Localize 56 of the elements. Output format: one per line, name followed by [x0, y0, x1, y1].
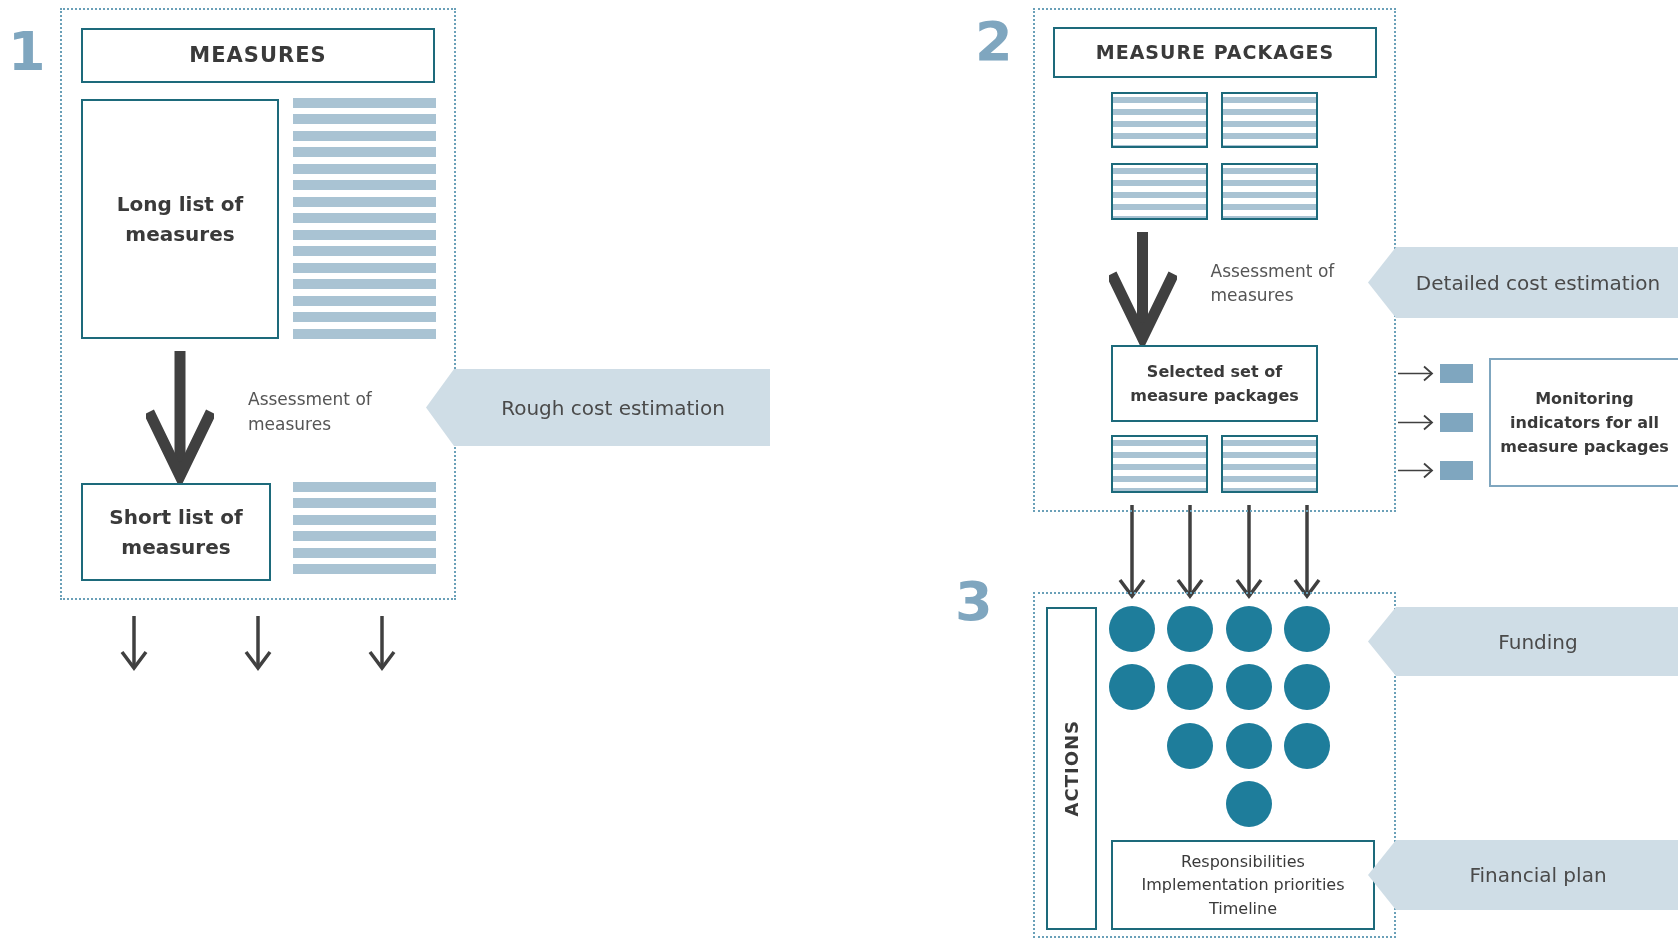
arrow [1293, 505, 1321, 598]
dotted-frame [60, 8, 456, 600]
section-number: 3 [955, 575, 993, 629]
header-box: MEASURES [81, 28, 435, 83]
action-dot [1284, 723, 1330, 769]
vertical-label: ACTIONS [1060, 720, 1083, 817]
dotted-frame [1033, 8, 1396, 512]
text-box: Selected set of measure packages [1111, 345, 1318, 422]
pointer-banner: Rough cost estimation [426, 369, 770, 446]
header-box: MEASURE PACKAGES [1053, 27, 1377, 78]
section-number: 1 [8, 25, 46, 79]
arrow [368, 616, 396, 670]
pointer-banner: Funding [1368, 607, 1678, 676]
striped-list [1221, 92, 1318, 148]
pointer-banner: Financial plan [1368, 840, 1678, 910]
action-dot [1284, 664, 1330, 710]
text-box: Short list of measures [81, 483, 271, 581]
action-dot [1226, 723, 1272, 769]
arrow [1235, 505, 1263, 598]
arrow [1397, 414, 1433, 431]
arrow [1176, 505, 1204, 598]
striped-list [1221, 435, 1318, 493]
indicator-bar [1440, 461, 1473, 480]
pointer-banner: Detailed cost estimation [1368, 247, 1678, 318]
striped-list [1111, 435, 1208, 493]
dotted-frame [1033, 592, 1396, 938]
striped-list [1111, 163, 1208, 220]
action-dot [1109, 664, 1155, 710]
striped-list [293, 98, 436, 340]
text-box: Long list of measures [81, 99, 279, 339]
arrow [120, 616, 148, 670]
text-box: Monitoring indicators for all measure packages [1489, 358, 1678, 487]
text-box [1111, 840, 1375, 930]
arrow [143, 351, 217, 482]
arrow [1106, 232, 1179, 344]
action-dot [1167, 606, 1213, 652]
action-dot [1109, 606, 1155, 652]
striped-list [1111, 92, 1208, 148]
action-dot [1167, 664, 1213, 710]
arrow [1397, 462, 1433, 479]
action-dot [1167, 723, 1213, 769]
arrow [1397, 365, 1433, 382]
action-dot [1284, 606, 1330, 652]
action-dot [1226, 781, 1272, 827]
text-line: Timeline [1209, 897, 1277, 920]
indicator-bar [1440, 413, 1473, 432]
text-line: Responsibilities [1181, 851, 1305, 874]
arrow [244, 616, 272, 670]
indicator-bar [1440, 364, 1473, 383]
text-line: Implementation priorities [1141, 874, 1345, 897]
section-number: 2 [975, 15, 1013, 69]
action-dot [1226, 664, 1272, 710]
striped-list [1221, 163, 1318, 220]
vertical-label-box [1046, 607, 1097, 930]
action-dot [1226, 606, 1272, 652]
arrow [1118, 505, 1146, 598]
